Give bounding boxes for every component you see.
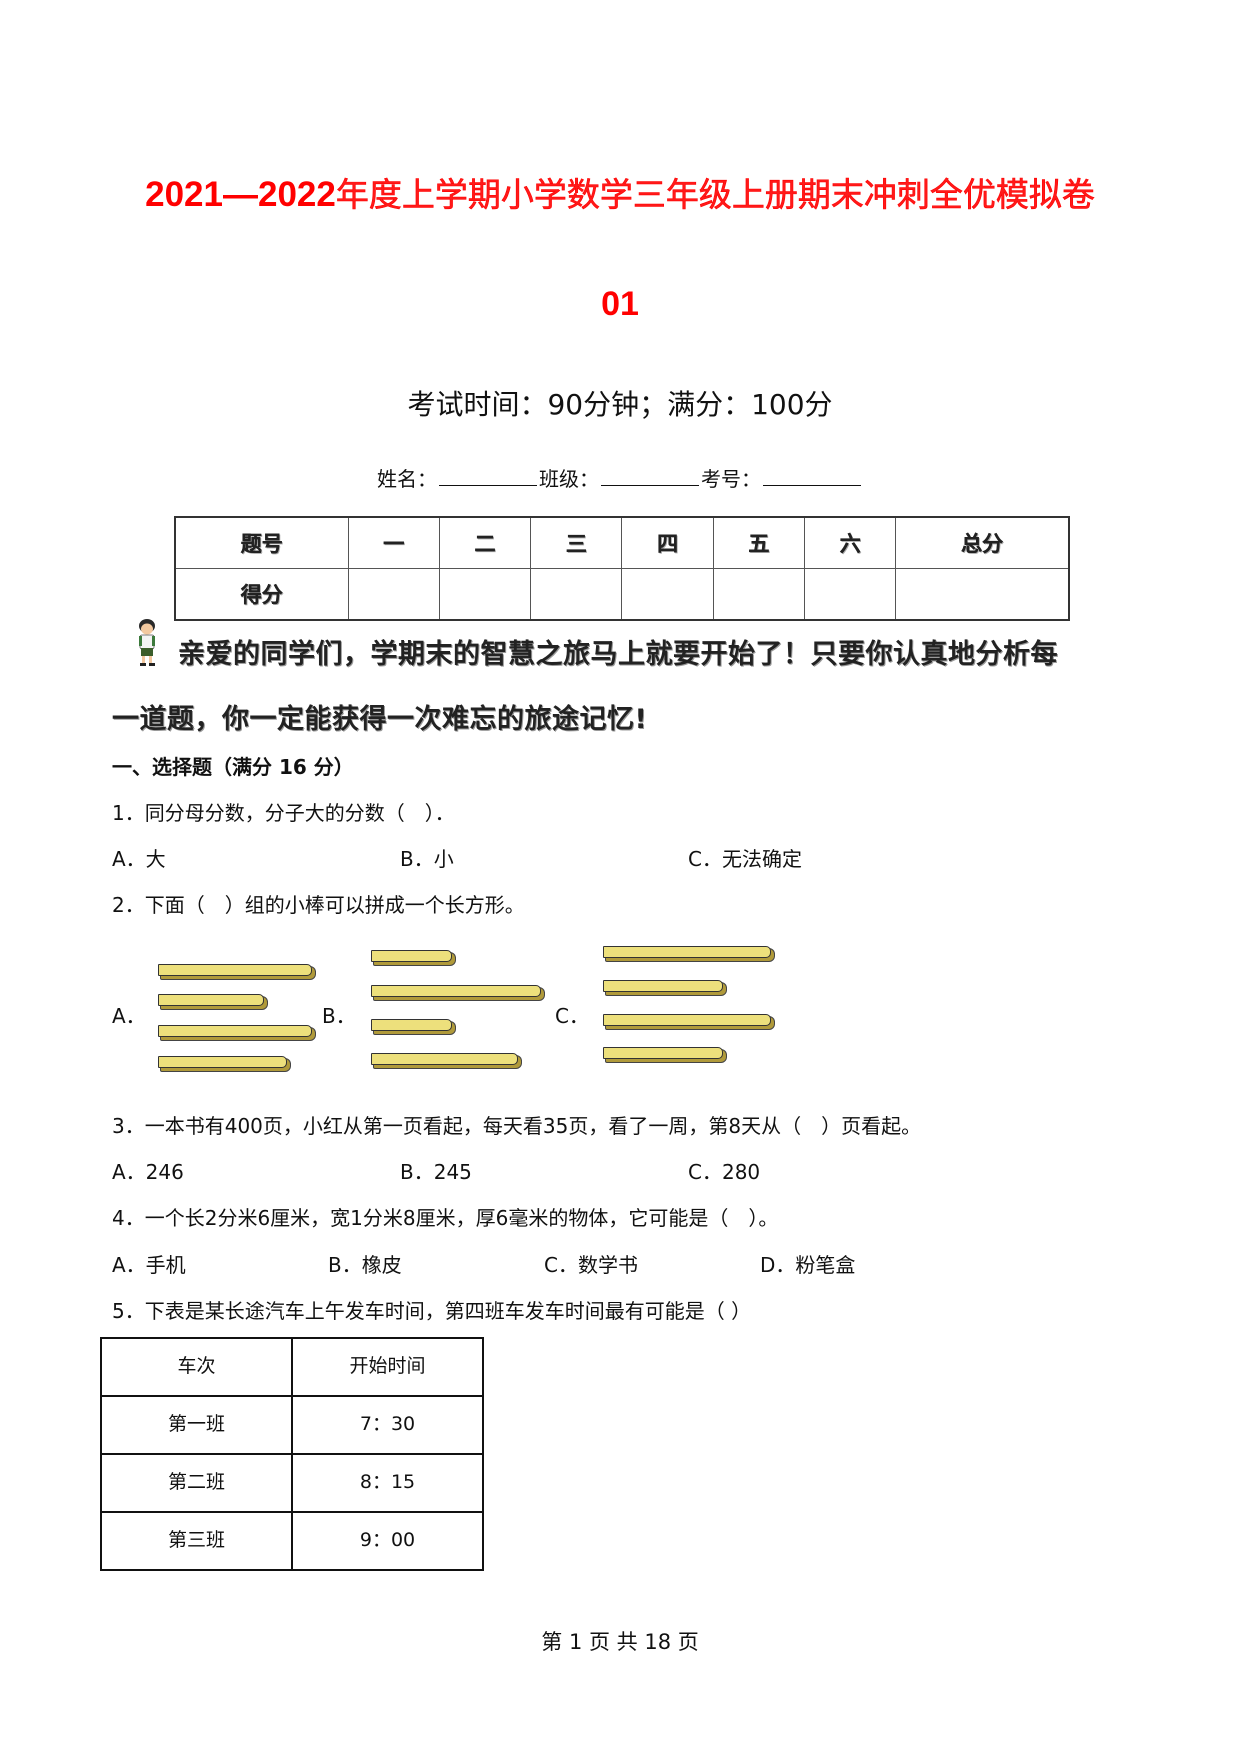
score-header-cell: 六 xyxy=(804,516,897,569)
bus-schedule-table: 车次 开始时间 第一班 7：30 第二班 8：15 第三班 9：00 xyxy=(100,1337,484,1571)
class-label: 班级： xyxy=(539,467,599,491)
q1-option-a[interactable]: A．大 xyxy=(112,847,166,871)
score-cell[interactable] xyxy=(530,568,623,621)
score-cell[interactable] xyxy=(347,568,440,621)
score-header-cell: 总分 xyxy=(895,516,1071,569)
q2-option-b[interactable]: B． xyxy=(322,1004,356,1028)
q1-option-b[interactable]: B．小 xyxy=(400,847,454,871)
bus-table-row: 第三班 9：00 xyxy=(100,1511,484,1571)
title-text: 年度上学期小学数学三年级上册期末冲刺全优模拟卷 xyxy=(335,175,1096,215)
stick xyxy=(158,1025,312,1037)
score-header-cell: 三 xyxy=(530,516,623,569)
q2-option-a[interactable]: A． xyxy=(112,1004,146,1028)
bus-table-header-row: 车次 开始时间 xyxy=(100,1337,484,1397)
score-table: 题号 一 二 三 四 五 六 总分 得分 xyxy=(173,516,1071,621)
name-label: 姓名： xyxy=(377,467,437,491)
question-5: 5．下表是某长途汽车上午发车时间，第四班车发车时间最有可能是（ ） xyxy=(112,1299,752,1323)
bus-run-cell: 第一班 xyxy=(100,1395,293,1455)
score-cell[interactable] xyxy=(438,568,532,621)
page-number: 第 1 页 共 18 页 xyxy=(541,1630,699,1654)
document-title: 2021—2022年度上学期小学数学三年级上册期末冲刺全优模拟卷 xyxy=(0,168,1240,216)
bus-header-cell: 车次 xyxy=(100,1337,293,1397)
bus-time-cell: 8：15 xyxy=(291,1453,484,1513)
bus-table-row: 第二班 8：15 xyxy=(100,1453,484,1513)
q1-option-c[interactable]: C．无法确定 xyxy=(688,847,802,871)
stick xyxy=(371,985,541,997)
section-title-multiple-choice: 一、选择题（满分 16 分） xyxy=(112,755,354,779)
question-1: 1．同分母分数，分子大的分数（ ）． xyxy=(112,801,455,825)
score-header-cell: 五 xyxy=(712,516,806,569)
score-header-cell: 四 xyxy=(621,516,714,569)
score-header-cell: 二 xyxy=(438,516,532,569)
q4-option-c[interactable]: C．数学书 xyxy=(544,1253,638,1277)
bus-time-cell: 7：30 xyxy=(291,1395,484,1455)
score-cell[interactable] xyxy=(621,568,714,621)
intro-line-2: 一道题，你一定能获得一次难忘的旅途记忆! xyxy=(112,704,648,735)
class-field[interactable] xyxy=(601,465,699,486)
question-3: 3．一本书有400页，小红从第一页看起，每天看35页，看了一周，第8天从（ ）页… xyxy=(112,1114,922,1138)
bus-time-cell: 9：00 xyxy=(291,1511,484,1571)
stick xyxy=(371,1019,452,1031)
name-field[interactable] xyxy=(439,465,537,486)
bus-header-cell: 开始时间 xyxy=(291,1337,484,1397)
q4-option-a[interactable]: A．手机 xyxy=(112,1253,186,1277)
stick xyxy=(371,1053,518,1065)
score-header-cell: 题号 xyxy=(173,516,349,569)
stick xyxy=(603,946,771,958)
q3-option-b[interactable]: B．245 xyxy=(400,1160,472,1184)
intro-line-1: 亲爱的同学们，学期末的智慧之旅马上就要开始了！只要你认真地分析每 xyxy=(178,639,1058,670)
exam-id-label: 考号： xyxy=(701,467,761,491)
student-info-line: 姓名： 班级： 考号： xyxy=(0,463,1240,492)
question-2: 2．下面（ ）组的小棒可以拼成一个长方形。 xyxy=(112,893,525,917)
score-header-cell: 一 xyxy=(347,516,440,569)
stick xyxy=(158,964,312,976)
q3-option-c[interactable]: C．280 xyxy=(688,1160,761,1184)
score-table-header-row: 题号 一 二 三 四 五 六 总分 xyxy=(173,516,1071,569)
q4-option-b[interactable]: B．橡皮 xyxy=(328,1253,402,1277)
exam-id-field[interactable] xyxy=(763,465,861,486)
stick xyxy=(371,950,452,962)
bus-table-row: 第一班 7：30 xyxy=(100,1395,484,1455)
score-cell[interactable] xyxy=(712,568,806,621)
score-row-label: 得分 xyxy=(173,568,349,621)
score-cell[interactable] xyxy=(895,568,1071,621)
bus-run-cell: 第三班 xyxy=(100,1511,293,1571)
score-cell[interactable] xyxy=(804,568,897,621)
score-table-score-row: 得分 xyxy=(173,568,1071,621)
stick xyxy=(603,980,723,992)
stick xyxy=(603,1047,723,1059)
exam-duration-score: 考试时间：90分钟；满分：100分 xyxy=(407,388,833,421)
q2-option-c[interactable]: C． xyxy=(555,1004,589,1028)
stick xyxy=(158,994,264,1006)
title-year: 2021—2022 xyxy=(145,175,336,214)
question-4: 4．一个长2分米6厘米，宽1分米8厘米，厚6毫米的物体，它可能是（ ）。 xyxy=(112,1206,779,1230)
student-boy-icon xyxy=(139,619,155,666)
stick xyxy=(158,1056,287,1068)
document-title-line2: 01 xyxy=(601,285,639,323)
bus-run-cell: 第二班 xyxy=(100,1453,293,1513)
stick xyxy=(603,1014,771,1026)
q3-option-a[interactable]: A．246 xyxy=(112,1160,184,1184)
q4-option-d[interactable]: D．粉笔盒 xyxy=(760,1253,856,1277)
